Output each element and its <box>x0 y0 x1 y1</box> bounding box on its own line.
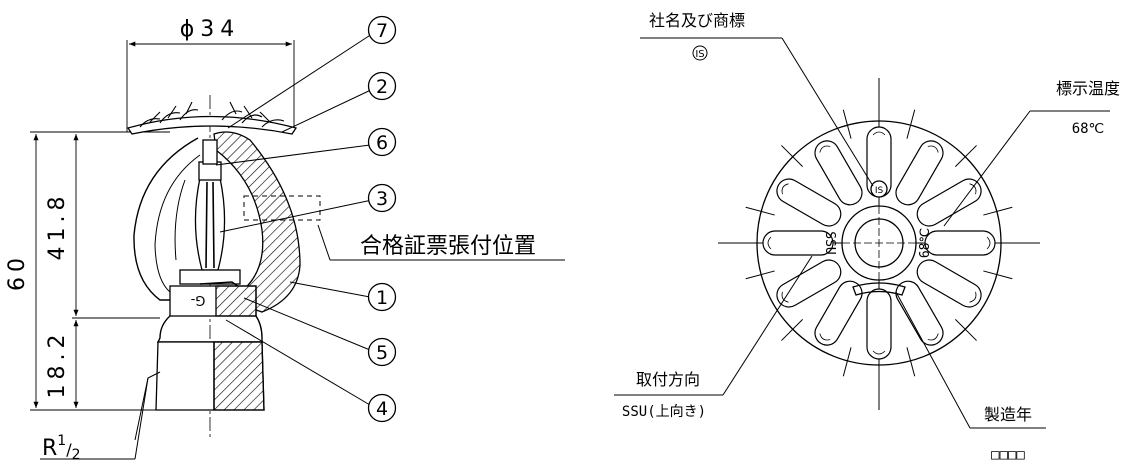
deflector-tine <box>916 178 982 227</box>
callout-6 <box>367 127 397 157</box>
lower-height-dim: 18.2 <box>45 330 70 399</box>
temp-label: 標示温度 <box>1056 79 1120 98</box>
deflector-tine <box>916 259 982 308</box>
spoke-line <box>842 347 852 377</box>
body-mark: G- <box>190 292 205 307</box>
temp-value: 68℃ <box>1072 121 1105 137</box>
deflector-tine <box>814 140 863 206</box>
spoke-line <box>983 270 1013 280</box>
spoke-line <box>906 347 916 377</box>
deflector-tine <box>895 140 944 206</box>
callout-3-num: 3 <box>376 188 388 210</box>
callout-1 <box>367 282 397 312</box>
spoke-line <box>842 109 852 139</box>
spoke-line <box>745 206 775 216</box>
company-mark: IS <box>695 49 704 60</box>
spoke-line <box>906 109 916 139</box>
deflector-tine <box>895 280 944 346</box>
deflector-tine <box>866 126 892 198</box>
year-label: 製造年 <box>984 405 1032 424</box>
deflector-tine <box>776 259 842 308</box>
cert-label: 合格証票張付位置 <box>360 234 536 259</box>
callout-4-num: 4 <box>376 398 388 420</box>
spoke-line <box>745 270 775 280</box>
callout-3 <box>367 183 397 213</box>
company-label: 社名及び商標 <box>649 11 745 30</box>
total-height-dim: 60 <box>5 253 30 291</box>
callout-5-num: 5 <box>376 342 388 364</box>
spoke-line <box>983 206 1013 216</box>
top-view <box>614 37 1110 429</box>
side-view <box>30 15 565 460</box>
callout-4 <box>367 393 397 423</box>
deflector-mark: IS <box>875 186 884 196</box>
spoke-line <box>781 145 803 167</box>
direction-label: 取付方向 <box>636 370 700 389</box>
callout-1-num: 1 <box>376 287 388 309</box>
callout-2-num: 2 <box>376 76 388 98</box>
diameter-dim: ϕ34 <box>180 17 241 42</box>
spoke-line <box>781 319 803 341</box>
callout-5 <box>367 337 397 367</box>
deflector-tine <box>776 178 842 227</box>
direction-value: SSU(上向き) <box>622 404 706 420</box>
deflector-tine <box>924 230 996 256</box>
thread-label: R1/2 <box>42 433 81 463</box>
deflector-ssu: SSU <box>822 231 837 254</box>
year-value: □□□□ <box>991 447 1025 463</box>
deflector-tine <box>762 230 834 256</box>
deflector-temp: 68℃ <box>918 228 933 258</box>
callout-7-num: 7 <box>376 20 388 42</box>
deflector-tine <box>814 280 863 346</box>
spoke-line <box>955 319 977 341</box>
callout-6-num: 6 <box>376 132 388 154</box>
deflector-tine <box>866 288 892 360</box>
callout-7 <box>367 15 397 45</box>
spoke-line <box>955 145 977 167</box>
upper-height-dim: 41.8 <box>45 192 70 261</box>
callout-2 <box>367 71 397 101</box>
